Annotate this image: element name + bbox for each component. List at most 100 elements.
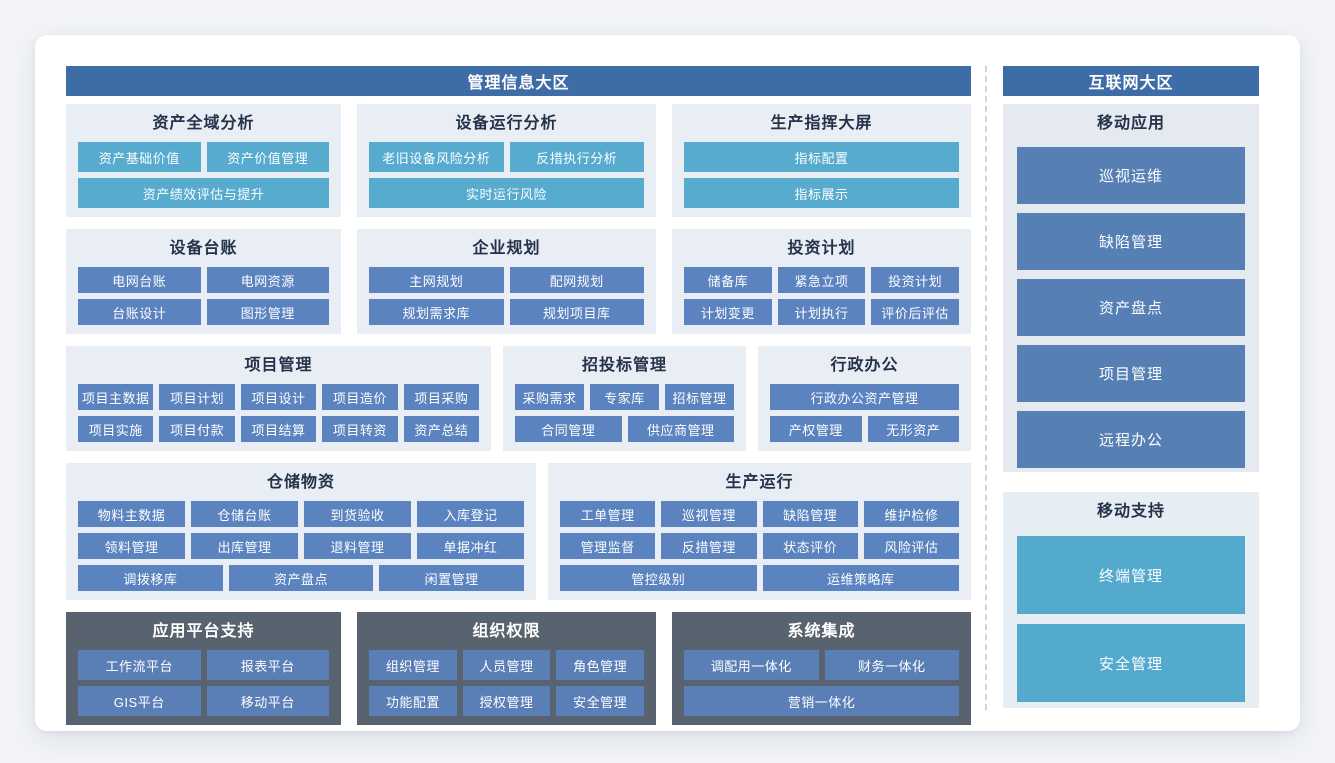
group-title-bidding-management: 招投标管理 [581, 357, 667, 374]
module-button-system-integration[interactable]: 调配用一体化 [684, 650, 819, 680]
module-button-mobile-apps[interactable]: 远程办公 [1017, 411, 1245, 468]
zone-management-info: 管理信息大区 资产全域分析资产基础价值资产价值管理资产绩效评估与提升 设备运行分… [66, 66, 971, 725]
module-button-equipment-ledger[interactable]: 台账设计 [78, 299, 201, 325]
module-button-bidding-management[interactable]: 招标管理 [665, 384, 734, 410]
module-button-asset-analysis[interactable]: 资产价值管理 [206, 142, 329, 172]
module-button-org-permission[interactable]: 人员管理 [462, 650, 551, 680]
module-button-project-management[interactable]: 项目实施 [78, 416, 154, 442]
module-button-equipment-analysis[interactable]: 反措执行分析 [509, 142, 644, 172]
group-title-admin-office: 行政办公 [830, 357, 899, 374]
module-button-bidding-management[interactable]: 供应商管理 [627, 416, 734, 442]
module-button-system-integration[interactable]: 财务一体化 [824, 650, 959, 680]
module-button-production-operation[interactable]: 管理监督 [560, 533, 656, 559]
module-button-platform-support[interactable]: 移动平台 [206, 686, 329, 716]
module-button-platform-support[interactable]: 报表平台 [206, 650, 329, 680]
module-button-project-management[interactable]: 项目设计 [240, 384, 317, 410]
module-button-production-operation[interactable]: 风险评估 [863, 533, 959, 559]
module-button-production-dashboard[interactable]: 指标配置 [684, 142, 959, 172]
module-button-warehouse-materials[interactable]: 单据冲红 [417, 533, 524, 559]
module-button-org-permission[interactable]: 功能配置 [369, 686, 457, 716]
module-button-project-management[interactable]: 项目采购 [403, 384, 480, 410]
module-button-warehouse-materials[interactable]: 入库登记 [417, 501, 524, 527]
module-button-enterprise-planning[interactable]: 主网规划 [369, 267, 504, 293]
module-button-project-management[interactable]: 项目计划 [159, 384, 235, 410]
module-button-project-management[interactable]: 项目结算 [240, 416, 317, 442]
module-button-warehouse-materials[interactable]: 出库管理 [191, 533, 298, 559]
module-button-project-management[interactable]: 项目转资 [322, 416, 398, 442]
module-button-investment-plan[interactable]: 投资计划 [871, 267, 960, 293]
module-button-investment-plan[interactable]: 评价后评估 [871, 299, 960, 325]
button-row: 指标配置 [684, 142, 959, 172]
group-asset-analysis: 资产全域分析资产基础价值资产价值管理资产绩效评估与提升 [66, 104, 341, 217]
module-button-enterprise-planning[interactable]: 规划需求库 [369, 299, 504, 325]
module-button-platform-support[interactable]: 工作流平台 [78, 650, 201, 680]
module-row-1: 资产全域分析资产基础价值资产价值管理资产绩效评估与提升 设备运行分析老旧设备风险… [66, 104, 971, 217]
zone-header-management-info: 管理信息大区 [66, 66, 971, 96]
module-button-org-permission[interactable]: 安全管理 [556, 686, 645, 716]
module-button-enterprise-planning[interactable]: 规划项目库 [509, 299, 644, 325]
module-button-mobile-apps[interactable]: 项目管理 [1017, 345, 1245, 402]
module-button-org-permission[interactable]: 组织管理 [369, 650, 457, 680]
button-row: 项目管理 [1017, 345, 1245, 402]
module-button-warehouse-materials[interactable]: 调拨移库 [78, 565, 223, 591]
module-button-production-dashboard[interactable]: 指标展示 [684, 178, 959, 208]
module-button-admin-office[interactable]: 无形资产 [867, 416, 959, 442]
module-button-bidding-management[interactable]: 采购需求 [515, 384, 584, 410]
module-button-investment-plan[interactable]: 计划变更 [684, 299, 772, 325]
module-button-production-operation[interactable]: 缺陷管理 [762, 501, 858, 527]
button-row: 资产盘点 [1017, 279, 1245, 336]
module-button-project-management[interactable]: 项目付款 [159, 416, 235, 442]
module-button-bidding-management[interactable]: 合同管理 [515, 416, 622, 442]
module-button-org-permission[interactable]: 授权管理 [462, 686, 551, 716]
module-button-admin-office[interactable]: 行政办公资产管理 [770, 384, 959, 410]
module-button-enterprise-planning[interactable]: 配网规划 [509, 267, 644, 293]
module-button-mobile-apps[interactable]: 巡视运维 [1017, 147, 1245, 204]
group-title-warehouse-materials: 仓储物资 [266, 474, 335, 491]
module-button-equipment-analysis[interactable]: 实时运行风险 [369, 178, 644, 208]
module-button-equipment-ledger[interactable]: 电网资源 [206, 267, 329, 293]
module-button-production-operation[interactable]: 状态评价 [762, 533, 858, 559]
module-button-production-operation[interactable]: 反措管理 [661, 533, 757, 559]
module-button-production-operation[interactable]: 运维策略库 [762, 565, 959, 591]
module-button-org-permission[interactable]: 角色管理 [556, 650, 645, 680]
module-button-bidding-management[interactable]: 专家库 [590, 384, 659, 410]
module-button-warehouse-materials[interactable]: 到货验收 [304, 501, 411, 527]
module-button-equipment-ledger[interactable]: 电网台账 [78, 267, 201, 293]
module-button-system-integration[interactable]: 营销一体化 [684, 686, 959, 716]
module-button-warehouse-materials[interactable]: 领料管理 [78, 533, 185, 559]
module-button-investment-plan[interactable]: 计划执行 [777, 299, 866, 325]
module-button-mobile-apps[interactable]: 缺陷管理 [1017, 213, 1245, 270]
module-button-warehouse-materials[interactable]: 退料管理 [304, 533, 411, 559]
button-row: 规划需求库规划项目库 [369, 299, 644, 325]
module-button-production-operation[interactable]: 工单管理 [560, 501, 656, 527]
button-row: 主网规划配网规划 [369, 267, 644, 293]
module-row-2: 设备台账电网台账电网资源台账设计图形管理 企业规划主网规划配网规划规划需求库规划… [66, 229, 971, 334]
module-button-mobile-support[interactable]: 安全管理 [1017, 624, 1245, 702]
button-row: 调配用一体化财务一体化 [684, 650, 959, 680]
module-button-mobile-apps[interactable]: 资产盘点 [1017, 279, 1245, 336]
module-button-project-management[interactable]: 项目造价 [322, 384, 398, 410]
module-button-project-management[interactable]: 项目主数据 [78, 384, 154, 410]
group-title-system-integration: 系统集成 [787, 623, 856, 640]
module-button-admin-office[interactable]: 产权管理 [770, 416, 862, 442]
module-button-production-operation[interactable]: 巡视管理 [661, 501, 757, 527]
module-button-production-operation[interactable]: 维护检修 [863, 501, 959, 527]
module-button-investment-plan[interactable]: 储备库 [684, 267, 772, 293]
module-button-warehouse-materials[interactable]: 物料主数据 [78, 501, 185, 527]
module-button-equipment-ledger[interactable]: 图形管理 [206, 299, 329, 325]
button-row: 终端管理 [1017, 536, 1245, 614]
module-button-warehouse-materials[interactable]: 仓储台账 [191, 501, 298, 527]
module-button-project-management[interactable]: 资产总结 [403, 416, 480, 442]
module-button-equipment-analysis[interactable]: 老旧设备风险分析 [369, 142, 504, 172]
module-button-mobile-support[interactable]: 终端管理 [1017, 536, 1245, 614]
module-button-warehouse-materials[interactable]: 闲置管理 [379, 565, 525, 591]
module-button-asset-analysis[interactable]: 资产绩效评估与提升 [78, 178, 329, 208]
module-button-production-operation[interactable]: 管控级别 [560, 565, 757, 591]
module-button-investment-plan[interactable]: 紧急立项 [777, 267, 866, 293]
module-button-asset-analysis[interactable]: 资产基础价值 [78, 142, 201, 172]
group-equipment-ledger: 设备台账电网台账电网资源台账设计图形管理 [66, 229, 341, 334]
module-button-warehouse-materials[interactable]: 资产盘点 [228, 565, 374, 591]
module-button-platform-support[interactable]: GIS平台 [78, 686, 201, 716]
button-row: 巡视运维 [1017, 147, 1245, 204]
